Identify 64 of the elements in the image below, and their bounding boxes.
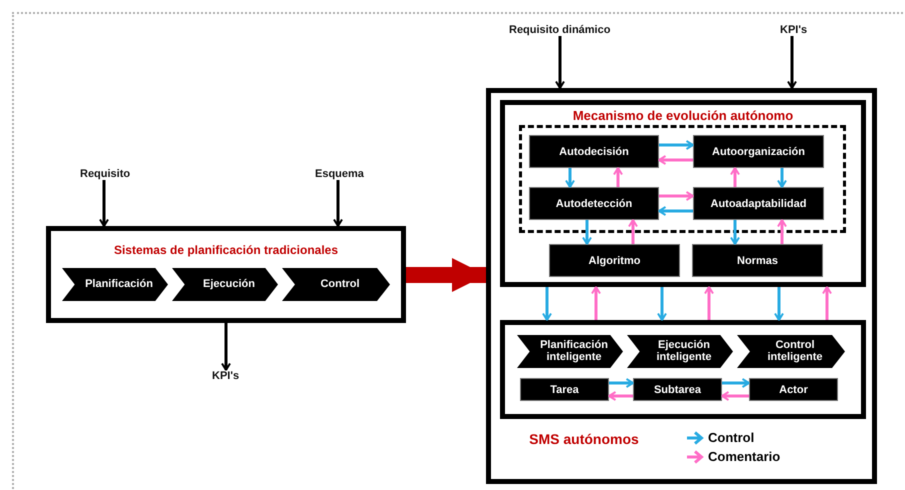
process-box: Actor: [749, 378, 838, 401]
arrow: [99, 180, 109, 227]
legend-label: Comentario: [708, 449, 780, 464]
arrow: [565, 168, 575, 188]
block-arrow: [406, 258, 486, 292]
step-label: Planificación inteligente: [539, 340, 609, 364]
arrow: [333, 180, 343, 227]
process-box: Tarea: [520, 378, 609, 401]
arrow: [774, 287, 784, 321]
dashed-group-frame: [519, 125, 846, 233]
arrow: [609, 378, 634, 388]
arrow: [730, 220, 740, 245]
arrow: [659, 140, 694, 150]
arrow: [657, 287, 667, 321]
arrow: [787, 36, 797, 89]
step-label: Ejecución: [202, 278, 255, 290]
arrow: [658, 155, 693, 165]
arrow: [659, 191, 694, 201]
system-frame: [500, 320, 866, 419]
arrow: [777, 219, 787, 244]
arrow: [722, 378, 750, 388]
input-label: KPI's: [212, 370, 240, 382]
system-frame: [500, 100, 866, 287]
section-title: SMS autónomos: [528, 431, 640, 447]
process-step-banner: [517, 335, 623, 368]
process-step-banner: [282, 268, 390, 301]
arrow: [221, 323, 231, 371]
input-label: KPI's: [780, 24, 808, 36]
arrow: [582, 220, 592, 245]
process-step-banner: [737, 335, 845, 368]
process-step-banner: [62, 268, 168, 301]
arrow: [721, 391, 749, 401]
arrow: [658, 206, 693, 216]
input-label: Requisito dinámico: [509, 24, 610, 36]
arrow: [822, 286, 832, 320]
process-box: Autodetección: [529, 187, 659, 220]
process-step-banner: [627, 335, 733, 368]
process-box: Autodecisión: [529, 135, 659, 168]
step-label: Ejecución inteligente: [655, 340, 712, 364]
step-label: Control inteligente: [766, 340, 824, 364]
arrow: [608, 391, 633, 401]
input-label: Esquema: [315, 168, 364, 180]
process-box: Autoadaptabilidad: [693, 187, 824, 220]
process-step-banner: [172, 268, 278, 301]
legend-label: Control: [708, 430, 754, 445]
arrow: [613, 167, 623, 187]
arrow: [542, 287, 552, 321]
arrow: [704, 286, 714, 320]
process-box: Normas: [692, 244, 823, 277]
step-label: Control: [319, 278, 360, 290]
process-box: Autoorganización: [693, 135, 824, 168]
process-box: Algoritmo: [549, 244, 680, 277]
section-title: Sistemas de planificación tradicionales: [112, 243, 340, 257]
section-title: Mecanismo de evolución autónomo: [572, 108, 794, 123]
step-label: Planificación: [84, 278, 153, 290]
arrow: [628, 219, 638, 244]
process-box: Subtarea: [633, 378, 722, 401]
input-label: Requisito: [80, 168, 130, 180]
system-frame: [486, 88, 877, 484]
arrow: [555, 36, 565, 89]
arrow: [730, 167, 740, 187]
arrow: [777, 168, 787, 188]
arrow: [591, 286, 601, 320]
system-frame: [46, 226, 406, 323]
